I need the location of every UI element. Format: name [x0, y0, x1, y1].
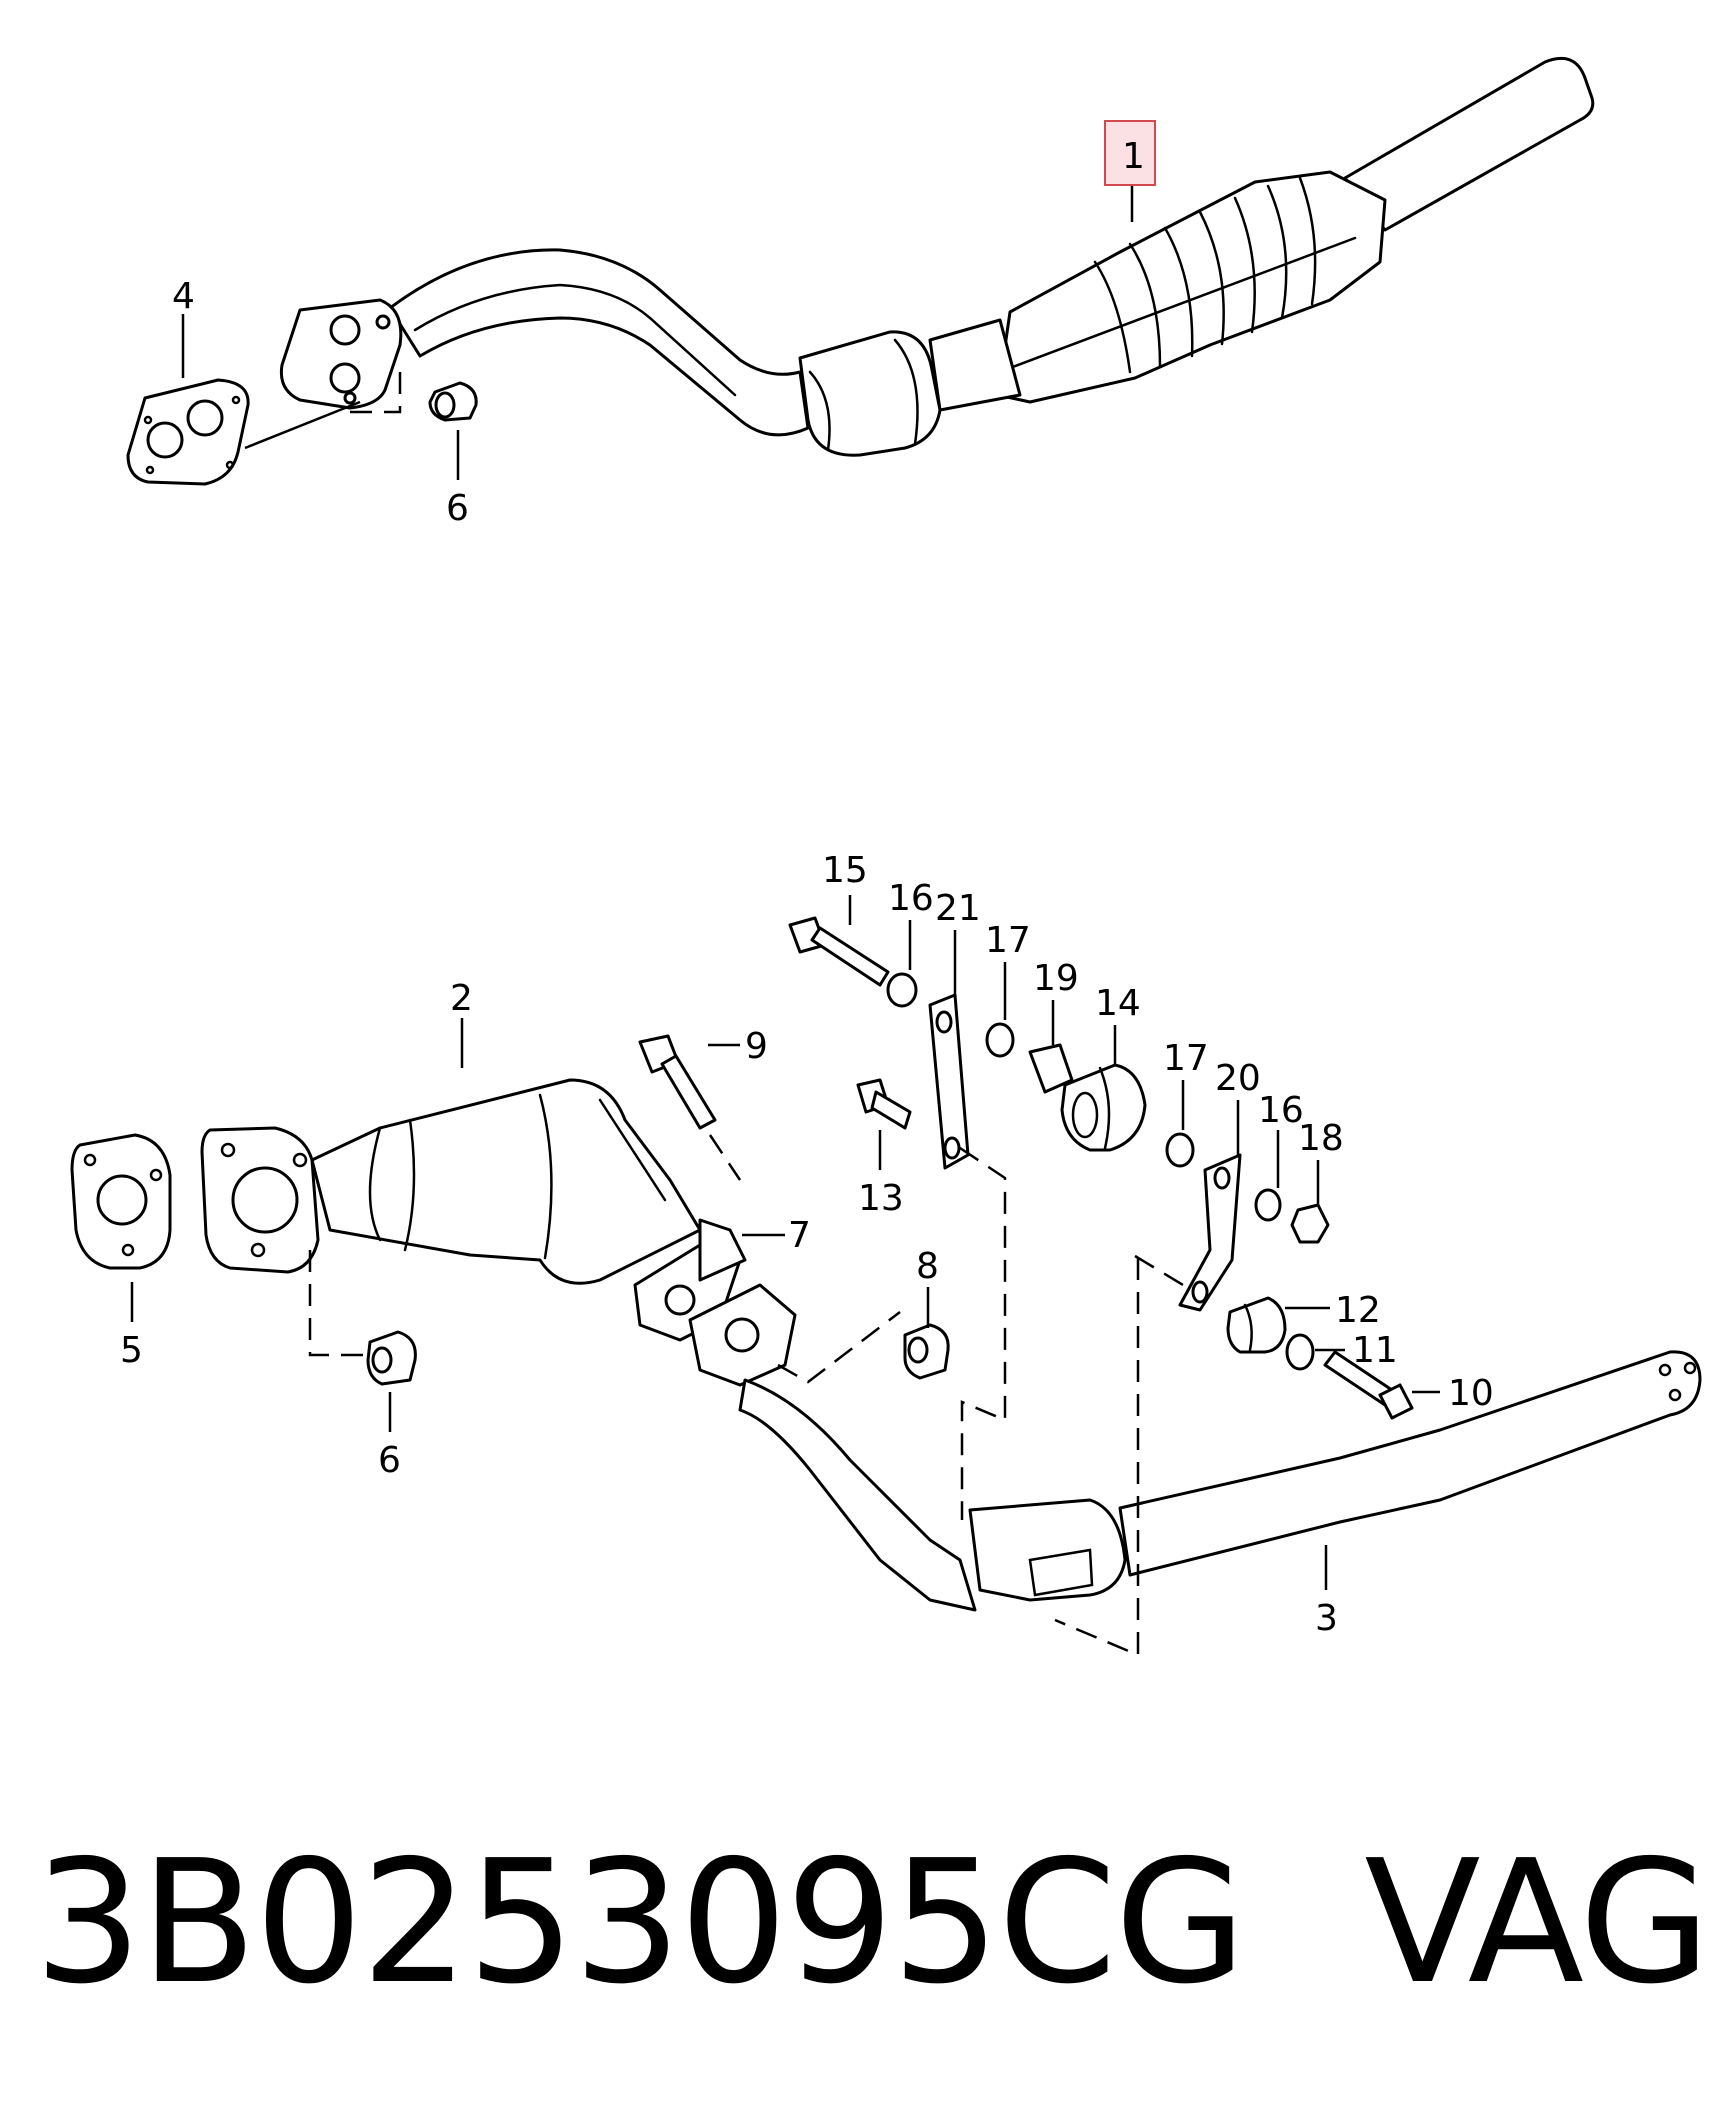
catalytic-converter-2[interactable] — [200, 1078, 702, 1285]
callout-21[interactable]: 21 — [935, 888, 981, 929]
bolt-15[interactable] — [788, 916, 890, 987]
washer-17-upper[interactable] — [985, 1022, 1015, 1058]
callout-2[interactable]: 2 — [450, 978, 473, 1019]
callout-18[interactable]: 18 — [1298, 1118, 1344, 1159]
nut-18[interactable] — [1290, 1203, 1330, 1244]
bolt-13[interactable] — [856, 1078, 912, 1130]
callout-17-lower[interactable]: 17 — [1163, 1038, 1209, 1079]
washer-17-lower[interactable] — [1165, 1132, 1195, 1168]
callout-4[interactable]: 4 — [172, 276, 195, 317]
callout-7[interactable]: 7 — [788, 1215, 811, 1256]
washer-16-upper[interactable] — [886, 972, 918, 1008]
callout-10[interactable]: 10 — [1448, 1373, 1494, 1414]
callout-16-upper[interactable]: 16 — [888, 878, 934, 919]
spacer-19[interactable] — [1028, 1043, 1074, 1094]
flange-nut-6-top[interactable] — [428, 381, 478, 422]
callout-15[interactable]: 15 — [822, 850, 868, 891]
part-number: 3B0253095CG — [34, 1824, 1246, 2022]
callout-13[interactable]: 13 — [858, 1178, 904, 1219]
callout-3[interactable]: 3 — [1315, 1598, 1338, 1639]
flange-nut-6-bottom[interactable] — [366, 1330, 417, 1386]
callout-6-bottom[interactable]: 6 — [378, 1440, 401, 1481]
front-pipe-with-catalytic-converter[interactable] — [279, 57, 1595, 457]
rubber-bushing-12[interactable] — [1226, 1296, 1287, 1354]
callout-9[interactable]: 9 — [745, 1026, 768, 1067]
footer-caption: 3B0253095CG VAG — [34, 1824, 1711, 2022]
callout-20[interactable]: 20 — [1215, 1058, 1261, 1099]
bolt-10[interactable] — [1323, 1350, 1414, 1420]
callout-12[interactable]: 12 — [1335, 1290, 1381, 1331]
washer-11[interactable] — [1285, 1333, 1315, 1371]
callout-1-highlight — [1104, 120, 1156, 186]
callout-11[interactable]: 11 — [1352, 1330, 1398, 1371]
gasket-4[interactable] — [126, 378, 250, 486]
callout-1[interactable]: 1 — [1122, 136, 1145, 177]
bracket-20[interactable] — [1178, 1153, 1242, 1312]
bracket-21[interactable] — [928, 993, 970, 1170]
callout-17-upper[interactable]: 17 — [985, 920, 1031, 961]
nut-8[interactable] — [903, 1323, 950, 1380]
bolt-9[interactable] — [638, 1034, 717, 1130]
callout-leaders — [130, 186, 1440, 1590]
gasket-5[interactable] — [70, 1133, 172, 1270]
callout-6-top[interactable]: 6 — [446, 488, 469, 529]
callout-19[interactable]: 19 — [1033, 958, 1079, 999]
callout-14[interactable]: 14 — [1095, 983, 1141, 1024]
callout-16-lower[interactable]: 16 — [1258, 1090, 1304, 1131]
rubber-mount-14[interactable] — [1060, 1063, 1147, 1152]
brand-name: VAG — [1364, 1824, 1710, 2022]
washer-16-lower[interactable] — [1254, 1188, 1282, 1222]
callout-5[interactable]: 5 — [120, 1330, 143, 1371]
downpipe-3[interactable] — [688, 1283, 1702, 1612]
callout-8[interactable]: 8 — [916, 1246, 939, 1287]
